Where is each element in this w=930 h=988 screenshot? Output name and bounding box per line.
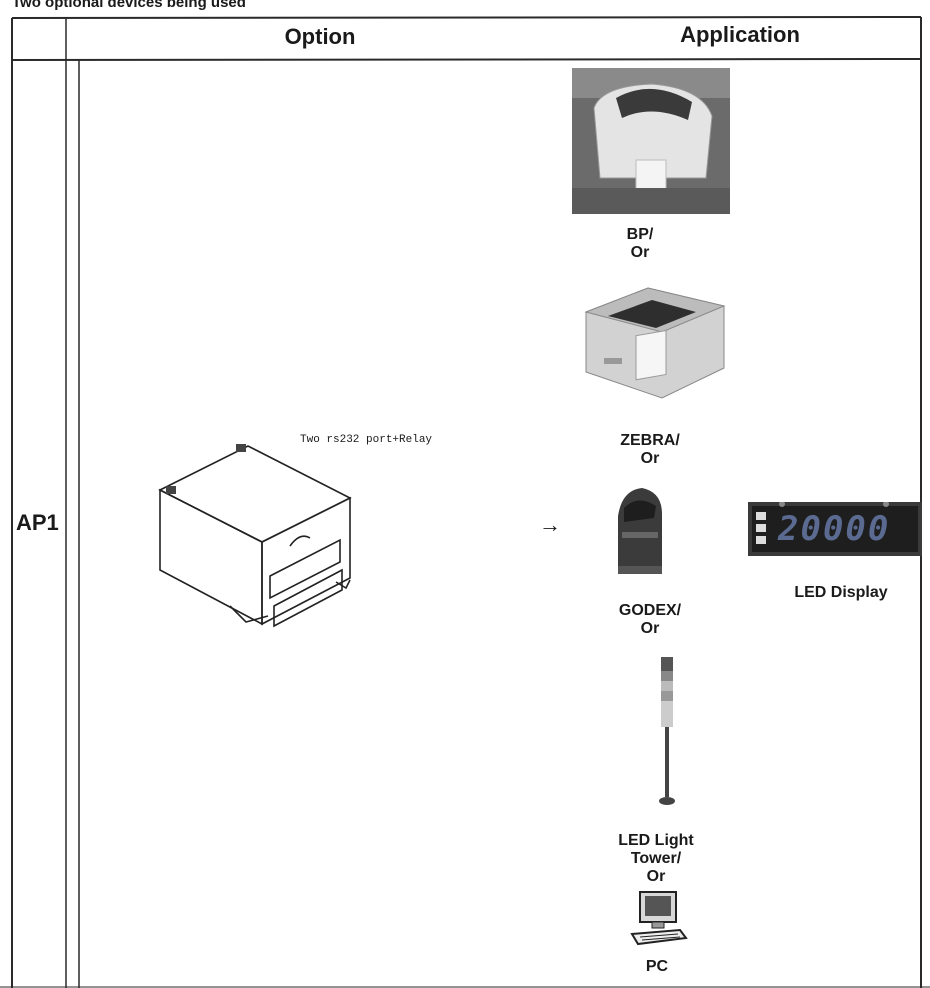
godex-printer-image [612, 482, 666, 576]
pc-icon [626, 890, 688, 948]
led-display-image: 20000 [748, 502, 922, 556]
godex-label: GODEX/ [600, 602, 700, 620]
zebra-or-label: Or [600, 450, 700, 468]
pc-label: PC [626, 958, 688, 976]
bp-or-label: Or [600, 244, 680, 262]
zebra-label: ZEBRA/ [600, 432, 700, 450]
bp-printer-image [572, 68, 730, 214]
godex-or-label: Or [600, 620, 700, 638]
tower-label-line2: Tower/ [596, 850, 716, 868]
relay-module-illustration [150, 438, 370, 638]
led-light-tower-image [652, 655, 682, 811]
bp-label: BP/ [600, 226, 680, 244]
zebra-printer-image [578, 272, 728, 410]
tower-or-label: Or [596, 868, 716, 886]
led-display-label: LED Display [766, 584, 916, 602]
led-display-digits: 20000 [778, 510, 914, 548]
tower-label-line1: LED Light [596, 832, 716, 850]
column-header-application: Application [660, 22, 820, 48]
row-label-ap1: AP1 [16, 510, 62, 536]
flow-arrow: → [535, 512, 565, 538]
column-header-option: Option [260, 24, 380, 50]
